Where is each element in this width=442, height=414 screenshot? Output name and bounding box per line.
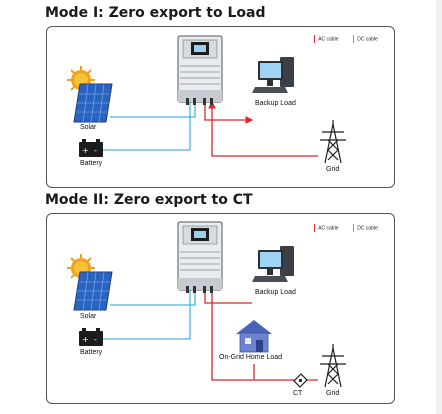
computer-icon: [252, 246, 294, 282]
mode1-dc-cable-solar: [110, 102, 196, 118]
mode1-legend-ac-label: AC cable: [318, 36, 339, 43]
mode1-battery-label: Battery: [80, 160, 103, 167]
mode2-ac-cable-backup: [204, 290, 252, 304]
svg-text:-: -: [94, 146, 97, 155]
svg-text:-: -: [94, 335, 97, 344]
mode2-home-load-label: On-Grid Home Load: [219, 354, 283, 361]
mode1-title: Mode I: Zero export to Load: [45, 5, 266, 21]
mode1-ac-cable-grid: [208, 100, 318, 157]
battery-icon: + -: [79, 328, 103, 346]
mode2-legend-ac: AC cable: [314, 224, 338, 232]
mode2-legend-dc-label: DC cable: [357, 225, 378, 232]
mode2-ac-cable-grid: [211, 290, 318, 381]
ct-clamp-icon: [293, 373, 308, 388]
mode2-legend-ac-label: AC cable: [318, 225, 339, 232]
inverter-icon: [177, 35, 223, 105]
pylon-icon: [320, 344, 346, 388]
inverter-icon: [177, 221, 223, 293]
mode1-dc-cable-battery: [103, 102, 191, 151]
mode2-battery-label: Battery: [80, 349, 103, 356]
mode2-dc-cable-battery: [103, 290, 191, 340]
mode1-legend-ac: AC cable: [314, 35, 338, 43]
svg-text:+: +: [82, 146, 89, 155]
mode2-dc-cable-solar: [110, 290, 196, 306]
solar-panel-icon: [73, 83, 113, 123]
mode2-backup-load-label: Backup Load: [255, 289, 296, 296]
mode2-graphics: + -: [67, 221, 346, 388]
solar-panel-icon: [73, 271, 113, 311]
mode1-grid-label: Grid: [326, 166, 340, 173]
mode2-grid-label: Grid: [326, 390, 340, 397]
mode1-solar-label: Solar: [80, 124, 97, 131]
computer-icon: [252, 57, 294, 93]
mode1-ac-cable-load: [204, 102, 254, 124]
mode2-title: Mode II: Zero export to CT: [45, 192, 253, 208]
pylon-icon: [320, 120, 346, 164]
scrollbar-track[interactable]: [436, 0, 442, 414]
mode2-ct-label: CT: [293, 390, 303, 397]
battery-icon: + -: [79, 139, 103, 157]
house-icon: [236, 320, 272, 353]
mode2-solar-label: Solar: [80, 313, 97, 320]
svg-text:+: +: [82, 335, 89, 344]
mode1-legend-dc: DC cable: [353, 35, 378, 43]
mode2-legend-dc: DC cable: [353, 224, 378, 232]
mode1-backup-load-label: Backup Load: [255, 100, 296, 107]
mode1-legend-dc-label: DC cable: [357, 36, 378, 43]
mode1-graphics: + -: [67, 35, 346, 164]
